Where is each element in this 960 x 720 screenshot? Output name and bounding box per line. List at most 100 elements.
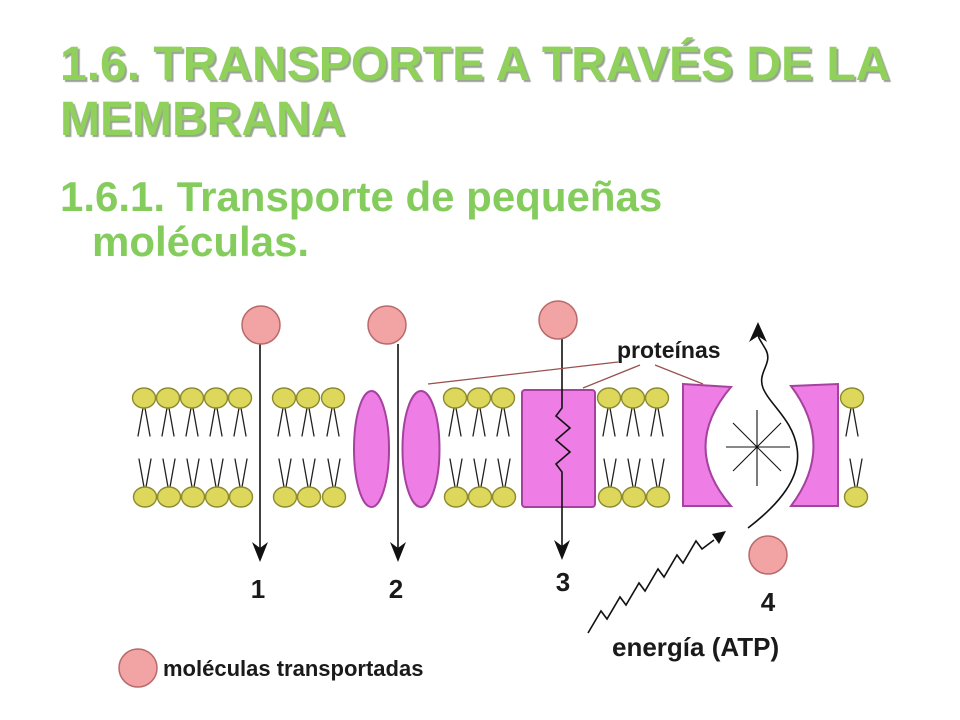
- lipid-tail: [284, 407, 291, 437]
- lipid-tail: [856, 458, 863, 488]
- lipid-tail: [326, 407, 333, 437]
- mechanism-number-2: 2: [389, 574, 403, 604]
- legend-swatch: [118, 648, 158, 688]
- transport-arrow-head: [554, 540, 570, 560]
- phospholipid: [645, 458, 671, 508]
- lipid-tail: [308, 407, 315, 437]
- lipid-tail: [626, 407, 633, 437]
- lipid-tail: [633, 407, 640, 437]
- lipid-tail: [849, 458, 856, 488]
- phospholipid: [596, 387, 622, 437]
- lipid-tail: [449, 458, 456, 488]
- proteins-leader-line: [427, 361, 619, 385]
- lipid-head: [442, 387, 468, 409]
- lipid-tail: [472, 407, 479, 437]
- lipid-head: [155, 387, 181, 409]
- lipid-head: [228, 486, 254, 508]
- lipid-tail: [657, 407, 664, 437]
- lipid-tail: [169, 458, 176, 488]
- lipid-bilayer: [131, 387, 869, 508]
- lipid-head: [645, 486, 671, 508]
- phospholipid: [621, 458, 647, 508]
- phospholipid: [156, 458, 182, 508]
- lipid-head: [490, 387, 516, 409]
- lipid-tail: [285, 458, 292, 488]
- phospholipid: [272, 458, 298, 508]
- transport-arrow-curve: [747, 333, 799, 529]
- lipid-tail: [609, 407, 616, 437]
- legend-label: moléculas transportadas: [163, 656, 423, 681]
- lipid-tail: [137, 407, 144, 437]
- transported-molecule: [538, 300, 578, 340]
- lipid-tail: [168, 407, 175, 437]
- pump-protein: [682, 382, 839, 507]
- lipid-tail: [480, 458, 487, 488]
- carrier-protein: [521, 389, 596, 508]
- lipid-tail: [456, 458, 463, 488]
- energy-arrow-head: [712, 531, 726, 544]
- mechanism-number-1: 1: [251, 574, 265, 604]
- energy-input: energía (ATP): [587, 531, 779, 662]
- phospholipid: [271, 387, 297, 437]
- phospholipid: [155, 387, 181, 437]
- lipid-head: [597, 486, 623, 508]
- energy-label: energía (ATP): [612, 632, 779, 662]
- phospholipid: [644, 387, 670, 437]
- pump-protein-left: [682, 382, 734, 507]
- lipid-tail: [210, 458, 217, 488]
- lipid-tail: [309, 458, 316, 488]
- lipid-head: [296, 486, 322, 508]
- phospholipid: [227, 387, 253, 437]
- lipid-tail: [278, 458, 285, 488]
- lipid-head: [466, 387, 492, 409]
- channel-protein: [353, 390, 441, 508]
- lipid-tail: [217, 458, 224, 488]
- transport-arrow-head: [390, 542, 406, 562]
- lipid-head: [180, 486, 206, 508]
- transport-path-2: [390, 344, 406, 562]
- mechanism-number-4: 4: [761, 587, 776, 617]
- transport-path-4: [747, 322, 799, 529]
- phospholipid: [296, 458, 322, 508]
- pump-pore-spoke: [732, 422, 782, 472]
- lipid-tail: [302, 458, 309, 488]
- lipid-tail: [473, 458, 480, 488]
- lipid-head: [620, 387, 646, 409]
- proteins-leader-line: [654, 364, 704, 385]
- inner-leaflet: [132, 458, 869, 508]
- lipid-tail: [504, 458, 511, 488]
- phospholipid: [490, 387, 516, 437]
- lipid-head: [320, 387, 346, 409]
- lipid-tail: [216, 407, 223, 437]
- lipid-head: [203, 387, 229, 409]
- transport-arrow-head: [252, 542, 268, 562]
- lipid-tail: [234, 458, 241, 488]
- lipid-tail: [603, 458, 610, 488]
- lipid-tail: [651, 458, 658, 488]
- lipid-tail: [497, 458, 504, 488]
- lipid-tail: [479, 407, 486, 437]
- lipid-tail: [138, 458, 145, 488]
- lipid-tail: [334, 458, 341, 488]
- lipid-tail: [627, 458, 634, 488]
- pump-protein-right: [789, 382, 839, 507]
- phospholipid: [295, 387, 321, 437]
- lipid-tail: [650, 407, 657, 437]
- lipid-tail: [233, 407, 240, 437]
- lipid-tail: [852, 407, 859, 437]
- legend: moléculas transportadas: [118, 648, 423, 688]
- lipid-head: [491, 486, 517, 508]
- slide-subtitle: 1.6.1. Transporte de pequeñas moléculas.: [60, 173, 663, 265]
- lipid-head: [204, 486, 230, 508]
- transport-path-1: [252, 344, 268, 562]
- phospholipid: [597, 458, 623, 508]
- proteins-callout: proteínas: [427, 337, 721, 389]
- lipid-tail: [161, 407, 168, 437]
- lipid-head: [443, 486, 469, 508]
- lipid-head: [644, 387, 670, 409]
- proteins-label: proteínas: [617, 337, 721, 363]
- phospholipid: [180, 458, 206, 508]
- phospholipid: [228, 458, 254, 508]
